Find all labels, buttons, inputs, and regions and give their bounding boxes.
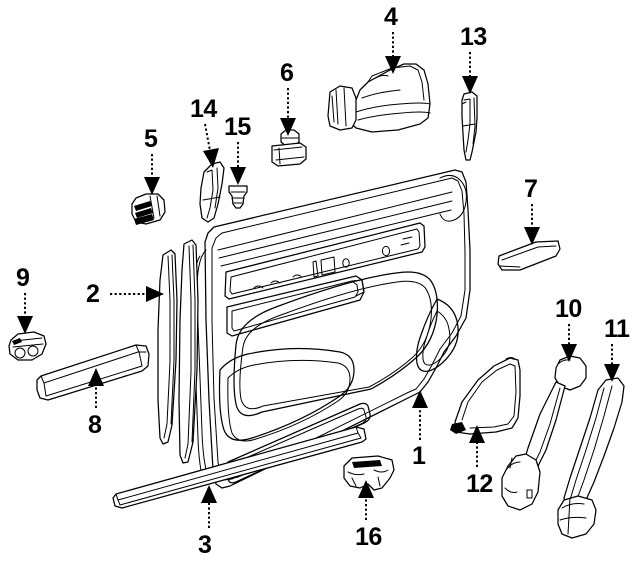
- callout-label-16[interactable]: 16: [355, 523, 382, 551]
- callout-label-13[interactable]: 13: [460, 23, 487, 51]
- leader-lines: [17, 32, 620, 528]
- callout-label-15[interactable]: 15: [224, 113, 251, 141]
- callout-label-14[interactable]: 14: [190, 95, 217, 123]
- part-handle-trim-bezel: [450, 357, 521, 435]
- callout-label-11[interactable]: 11: [604, 315, 630, 343]
- part-trim-retainer-clip: [131, 193, 166, 225]
- callout-label-4[interactable]: 4: [384, 3, 398, 31]
- part-armrest-bolt-cover: [271, 129, 307, 167]
- callout-label-3[interactable]: 3: [198, 531, 212, 559]
- part-door-body-side-molding: [36, 344, 150, 401]
- callout-label-5[interactable]: 5: [144, 125, 158, 153]
- part-power-window-switch-assembly: [327, 63, 431, 133]
- part-door-lock-knob-rod: [461, 91, 478, 161]
- part-push-in-fastener: [228, 185, 248, 209]
- callout-label-8[interactable]: 8: [88, 411, 102, 439]
- part-molding-clip-grommet: [8, 331, 47, 361]
- callout-label-10[interactable]: 10: [555, 295, 582, 323]
- callout-label-6[interactable]: 6: [280, 59, 294, 87]
- part-molding-retainer-bracket: [343, 455, 395, 491]
- part-speaker-grille-trim: [497, 240, 561, 271]
- callout-label-7[interactable]: 7: [524, 175, 538, 203]
- part-lower-body-side-molding: [112, 426, 367, 509]
- part-door-opening-weatherstrip: [157, 239, 199, 464]
- part-inside-door-pull-handle: [501, 355, 587, 511]
- callout-label-1[interactable]: 1: [412, 442, 426, 470]
- callout-label-9[interactable]: 9: [16, 264, 30, 292]
- part-door-armrest: [557, 377, 625, 539]
- callout-label-2[interactable]: 2: [86, 280, 100, 308]
- callout-label-12[interactable]: 12: [466, 470, 493, 498]
- part-panel-edge-clip: [199, 161, 225, 223]
